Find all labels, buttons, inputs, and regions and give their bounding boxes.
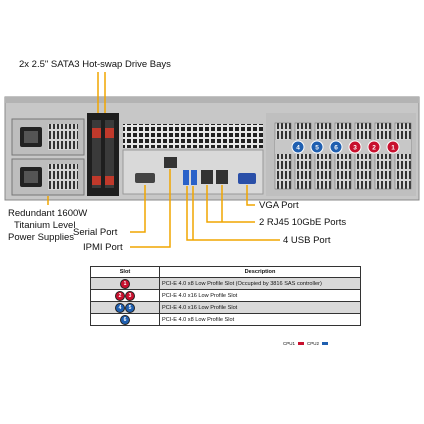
slot-badge: 3 [126, 291, 134, 300]
usb-shape-2 [191, 170, 197, 185]
slot-description: PCI-E 4.0 x8 Low Profile Slot [159, 313, 361, 326]
slot-table: Slot Description 1 PCI-E 4.0 x8 Low Prof… [90, 266, 361, 326]
slot-badge: 1 [121, 279, 129, 288]
slot-marker-label: 3 [353, 145, 357, 152]
cpu-legend: CPU1 CPU2 [283, 341, 329, 346]
ipmi-port-shape [164, 157, 177, 168]
vga-port-label: VGA Port [259, 200, 299, 211]
drive-bays-label: 2x 2.5" SATA3 Hot-swap Drive Bays [19, 59, 171, 70]
table-row: 6 PCI-E 4.0 x8 Low Profile Slot [90, 313, 361, 326]
ipmi-port-label: IPMI Port [83, 242, 123, 253]
psu-top [11, 118, 85, 156]
table-row: 1 PCI-E 4.0 x8 Low Profile Slot (Occupie… [90, 277, 361, 290]
slot-badge: 6 [121, 315, 129, 324]
slot-description: PCI-E 4.0 x16 Low Profile Slot [159, 289, 361, 302]
serial-port-shape [135, 173, 155, 183]
rj45-ports-label: 2 RJ45 10GbE Ports [259, 217, 347, 228]
slot-badge: 4 [116, 303, 124, 312]
slot-badge: 5 [126, 303, 134, 312]
slot-description: PCI-E 4.0 x8 Low Profile Slot (Occupied … [159, 277, 361, 290]
usb-ports-label: 4 USB Port [283, 235, 331, 246]
psu-label-line2: Titanium Level [14, 220, 76, 231]
cpu1-swatch [298, 342, 305, 345]
psu-label-line1: Redundant 1600W [8, 208, 88, 219]
slot-marker-label: 4 [296, 145, 300, 152]
pcie-brackets [274, 122, 412, 190]
cpu2-legend-label: CPU2 [307, 341, 320, 346]
slot-badge: 2 [116, 291, 124, 300]
slot-cell: 6 [90, 313, 160, 326]
leader-lines [47, 72, 280, 248]
table-header-row: Slot Description [90, 266, 361, 278]
psu-label-line3: Power Supplies [8, 232, 75, 243]
serial-port-label: Serial Port [73, 227, 118, 238]
slot-description: PCI-E 4.0 x16 Low Profile Slot [159, 301, 361, 314]
usb-shape-1 [183, 170, 189, 185]
slot-marker-label: 2 [372, 145, 376, 152]
slot-marker-label: 6 [334, 145, 338, 152]
vga-port-shape [238, 173, 256, 184]
slot-cell: 1 [90, 277, 160, 290]
cpu1-legend-label: CPU1 [283, 341, 296, 346]
slot-markers [291, 140, 400, 154]
slot-marker-label: 1 [391, 145, 395, 152]
cpu2-swatch [322, 342, 329, 345]
rj45-shape-1 [201, 170, 213, 184]
description-header: Description [159, 266, 361, 278]
slot-marker-label: 5 [315, 145, 319, 152]
rj45-shape-2 [216, 170, 228, 184]
psu-bottom [11, 158, 85, 196]
mesh-vent [123, 124, 263, 148]
slot-header: Slot [90, 266, 160, 278]
drive-bays [87, 113, 119, 196]
